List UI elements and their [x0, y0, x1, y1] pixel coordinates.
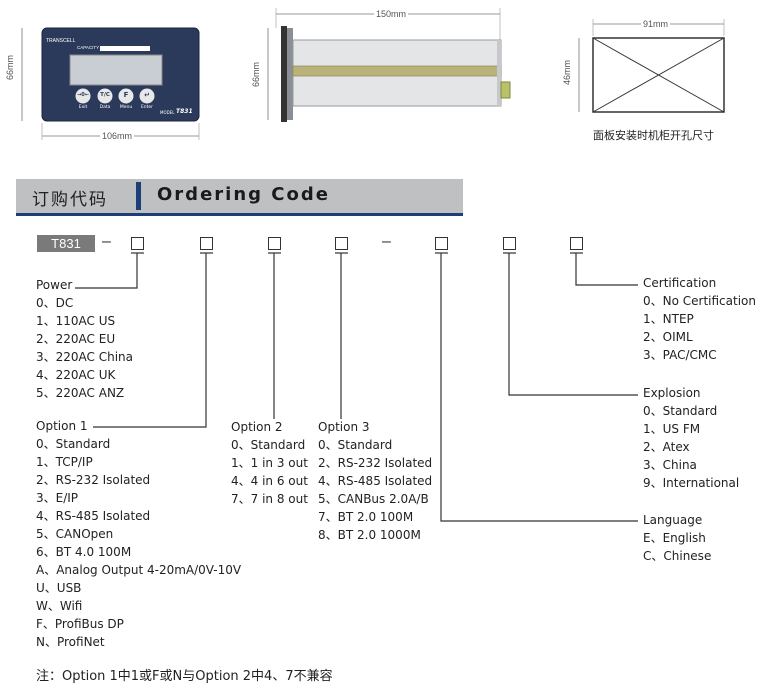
power-title: Power	[36, 278, 73, 292]
model-code: T831	[51, 236, 81, 251]
option3-item: 0、Standard	[318, 438, 393, 452]
option3-item: 2、RS-232 Isolated	[318, 456, 433, 470]
side-bezel	[281, 26, 287, 122]
certification-title: Certification	[643, 276, 717, 290]
explosion-item: 1、US FM	[643, 422, 701, 436]
option1-item: F、ProfiBus DP	[36, 617, 124, 631]
separator-2: –	[382, 233, 391, 250]
key-zero-symbol: →0←	[77, 92, 89, 98]
capacity-label: CAPACITY	[77, 45, 100, 50]
separator-1: –	[102, 233, 111, 250]
explosion-item: 3、China	[643, 458, 697, 472]
key-enter-symbol: ↵	[144, 91, 150, 99]
side-connector	[500, 81, 511, 99]
compatibility-note: 注：Option 1中1或F或N与Option 2中4、7不兼容	[36, 669, 333, 684]
key-function-symbol: F	[123, 91, 129, 99]
capacity-strip	[100, 46, 150, 51]
explosion-item: 2、Atex	[643, 440, 690, 454]
option3-title: Option 3	[318, 420, 370, 434]
cutout-caption: 面板安装时机柜开孔尺寸	[593, 129, 714, 142]
key-enter	[139, 88, 155, 104]
key-data-label: Data	[99, 105, 111, 110]
power-item: 2、220AC EU	[36, 332, 116, 346]
option3-item: 8、BT 2.0 1000M	[318, 528, 421, 542]
certification-item: 1、NTEP	[643, 312, 694, 326]
header-accent	[136, 182, 141, 210]
brand-logo: TRANSCELL	[46, 38, 76, 44]
certification-item: 3、PAC/CMC	[643, 348, 717, 362]
cutout-width-dim: 91mm	[641, 19, 671, 29]
side-width-dim: 150mm	[374, 9, 409, 19]
key-function	[118, 88, 134, 104]
key-tare	[97, 88, 113, 104]
option1-item: 0、Standard	[36, 437, 111, 451]
model-prefix: MODEL	[160, 110, 175, 115]
option1-item: U、USB	[36, 581, 82, 595]
option1-item: 1、TCP/IP	[36, 455, 93, 469]
power-item: 5、220AC ANZ	[36, 386, 125, 400]
explosion-item: 9、International	[643, 476, 740, 490]
option2-item: 4、4 in 6 out	[231, 474, 308, 488]
cutout-rect	[592, 37, 725, 113]
option3-item: 4、RS-485 Isolated	[318, 474, 433, 488]
power-item: 0、DC	[36, 296, 74, 310]
option1-item: 5、CANOpen	[36, 527, 114, 541]
power-item: 1、110AC US	[36, 314, 116, 328]
key-tare-symbol: T/C	[100, 92, 110, 98]
header-underline	[16, 213, 463, 216]
option1-item: W、Wifi	[36, 599, 83, 613]
language-title: Language	[643, 513, 703, 527]
language-item: C、Chinese	[643, 549, 712, 563]
key-exit-label: Exit	[78, 105, 88, 110]
model-mark: T831	[176, 108, 193, 115]
side-height-dim: 66mm	[251, 59, 261, 89]
code-box-option2[interactable]	[268, 237, 281, 250]
explosion-title: Explosion	[643, 386, 701, 400]
explosion-item: 0、Standard	[643, 404, 718, 418]
code-box-language[interactable]	[435, 237, 448, 250]
code-box-option3[interactable]	[335, 237, 348, 250]
front-height-dim: 66mm	[5, 52, 15, 82]
option1-title: Option 1	[36, 419, 88, 433]
option1-item: N、ProfiNet	[36, 635, 105, 649]
option3-item: 5、CANBus 2.0A/B	[318, 492, 429, 506]
front-width-dim: 106mm	[100, 131, 135, 141]
option1-item: 4、RS-485 Isolated	[36, 509, 151, 523]
code-box-explosion[interactable]	[503, 237, 516, 250]
option2-item: 1、1 in 3 out	[231, 456, 308, 470]
code-box-option1[interactable]	[200, 237, 213, 250]
option1-item: 3、E/IP	[36, 491, 79, 505]
side-flange	[287, 28, 293, 120]
display-window	[69, 54, 163, 86]
cn-title: 订购代码	[32, 190, 108, 210]
option2-item: 7、7 in 8 out	[231, 492, 308, 506]
option1-item: 6、BT 4.0 100M	[36, 545, 132, 559]
option2-title: Option 2	[231, 420, 283, 434]
key-enter-label: Enter	[140, 105, 154, 110]
language-item: E、English	[643, 531, 706, 545]
option1-item: A、Analog Output 4-20mA/0V-10V	[36, 563, 242, 577]
power-item: 4、220AC UK	[36, 368, 116, 382]
key-zero	[75, 88, 91, 104]
side-rail	[292, 65, 502, 77]
en-title: Ordering Code	[157, 184, 330, 205]
technical-drawings	[21, 8, 725, 140]
certification-item: 0、No Certification	[643, 294, 756, 308]
cutout-height-dim: 46mm	[562, 57, 572, 87]
option3-item: 7、BT 2.0 100M	[318, 510, 414, 524]
certification-item: 2、OIML	[643, 330, 693, 344]
section-header: 订购代码 Ordering Code	[16, 179, 463, 213]
code-box-power[interactable]	[131, 237, 144, 250]
option1-item: 2、RS-232 Isolated	[36, 473, 151, 487]
option2-item: 0、Standard	[231, 438, 306, 452]
code-box-certification[interactable]	[570, 237, 583, 250]
power-item: 3、220AC China	[36, 350, 134, 364]
model-code-badge: T831	[37, 235, 95, 252]
key-menu-label: Menu	[119, 105, 133, 110]
